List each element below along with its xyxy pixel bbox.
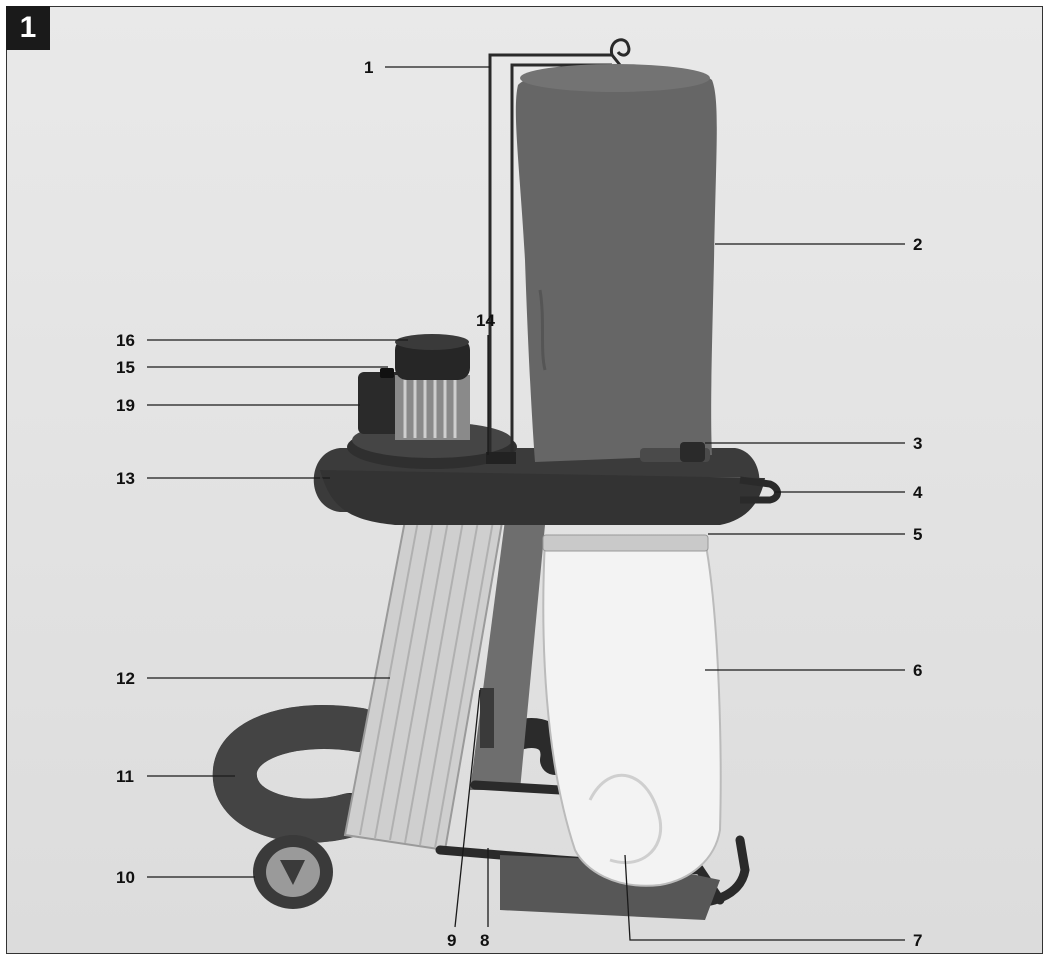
switch-button <box>380 368 394 378</box>
callout-13-main-plate: 13 <box>116 469 135 488</box>
callout-10-wheel: 10 <box>116 868 135 887</box>
callout-2-filter-bag: 2 <box>913 235 923 254</box>
callout-3-clamp: 3 <box>913 434 923 453</box>
figure-number-badge: 1 <box>6 6 50 50</box>
collection-bag <box>542 539 722 887</box>
callout-1-hanger: 1 <box>364 58 374 77</box>
hanger-rod <box>488 53 622 462</box>
callout-14-rod-clip: 14 <box>476 311 495 330</box>
callout-8-frame: 8 <box>480 931 490 950</box>
callout-6-collection-bag: 6 <box>913 661 923 680</box>
handle <box>739 476 781 504</box>
motor <box>395 334 470 440</box>
callout-15-switch: 15 <box>116 358 135 377</box>
hanger-hook <box>609 38 631 57</box>
bag-clamp-ring <box>542 534 709 552</box>
callout-9-column: 9 <box>447 931 457 950</box>
callout-7-tray: 7 <box>913 931 923 950</box>
callout-16-motor: 16 <box>116 331 135 350</box>
callout-4-handle: 4 <box>913 483 923 502</box>
callout-12-chute-plate: 12 <box>116 669 135 688</box>
filter-bag <box>515 66 717 462</box>
column-label <box>480 688 494 748</box>
callout-19-switch-box: 19 <box>116 396 135 415</box>
wheel <box>253 835 333 909</box>
rod-clip <box>486 452 516 464</box>
leader-lines <box>147 66 905 941</box>
callout-5-bag-ring: 5 <box>913 525 923 544</box>
callout-11-hose: 11 <box>116 767 134 786</box>
